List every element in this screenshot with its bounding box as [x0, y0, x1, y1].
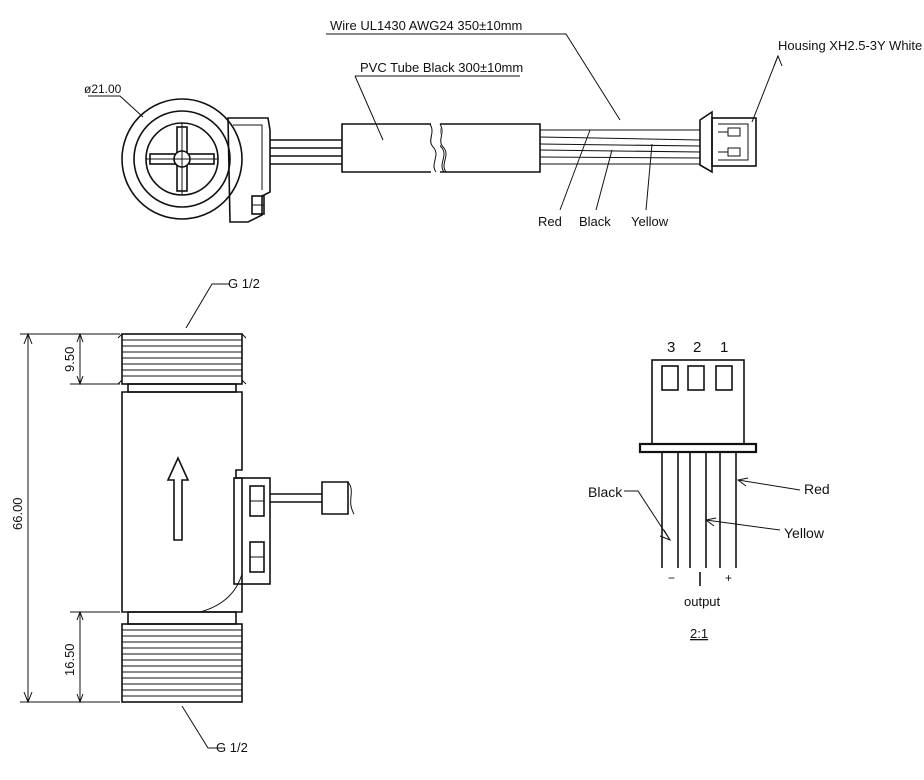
bottom-thread — [121, 611, 243, 703]
dim-bottom-label: 16.50 — [62, 643, 77, 676]
connector-wires — [661, 452, 737, 586]
dim-total-label: 66.00 — [10, 497, 25, 530]
output-label: output — [684, 594, 721, 609]
wire-black-label: Black — [579, 214, 611, 229]
dimension-lines — [20, 283, 230, 749]
side-view: G 1/2 G 1/2 66.00 9.50 16.50 — [10, 276, 355, 755]
short-wires — [270, 139, 342, 165]
pin-1-label: 1 — [720, 339, 728, 356]
diameter-label: ø21.00 — [84, 82, 122, 96]
minus-label: − — [668, 571, 675, 585]
xh-connector — [699, 110, 757, 174]
red-wire-label: Red — [804, 481, 830, 497]
black-wire-label: Black — [588, 484, 623, 500]
thread-top-label: G 1/2 — [228, 276, 260, 291]
thread-bottom-label: G 1/2 — [216, 740, 248, 755]
tube-spec-label: PVC Tube Black 300±10mm — [360, 60, 523, 75]
top-thread — [117, 333, 247, 393]
connector-view: 3 2 1 Black Red Yellow − + output 2:1 — [588, 339, 830, 641]
dim-top-label: 9.50 — [62, 347, 77, 372]
pvc-tube — [341, 123, 541, 173]
wire-yellow-label: Yellow — [631, 214, 669, 229]
sensor-body — [121, 391, 355, 613]
plus-label: + — [725, 571, 732, 585]
scale-label: 2:1 — [690, 626, 708, 641]
connector-leaders — [624, 477, 801, 542]
housing-spec-label: Housing XH2.5-3Y White — [778, 38, 922, 53]
top-leaders — [88, 33, 783, 211]
sensor-disc — [121, 98, 243, 220]
pin-2-label: 2 — [693, 339, 701, 356]
pin-3-label: 3 — [667, 339, 675, 356]
long-wires — [539, 129, 701, 165]
top-view: ø21.00 Wire UL1430 AWG24 350±10mm PVC Tu… — [84, 18, 922, 229]
wire-red-label: Red — [538, 214, 562, 229]
yellow-wire-label: Yellow — [784, 525, 825, 541]
sensor-bracket — [227, 117, 271, 223]
wire-spec-label: Wire UL1430 AWG24 350±10mm — [330, 18, 522, 33]
connector-housing — [638, 359, 758, 454]
